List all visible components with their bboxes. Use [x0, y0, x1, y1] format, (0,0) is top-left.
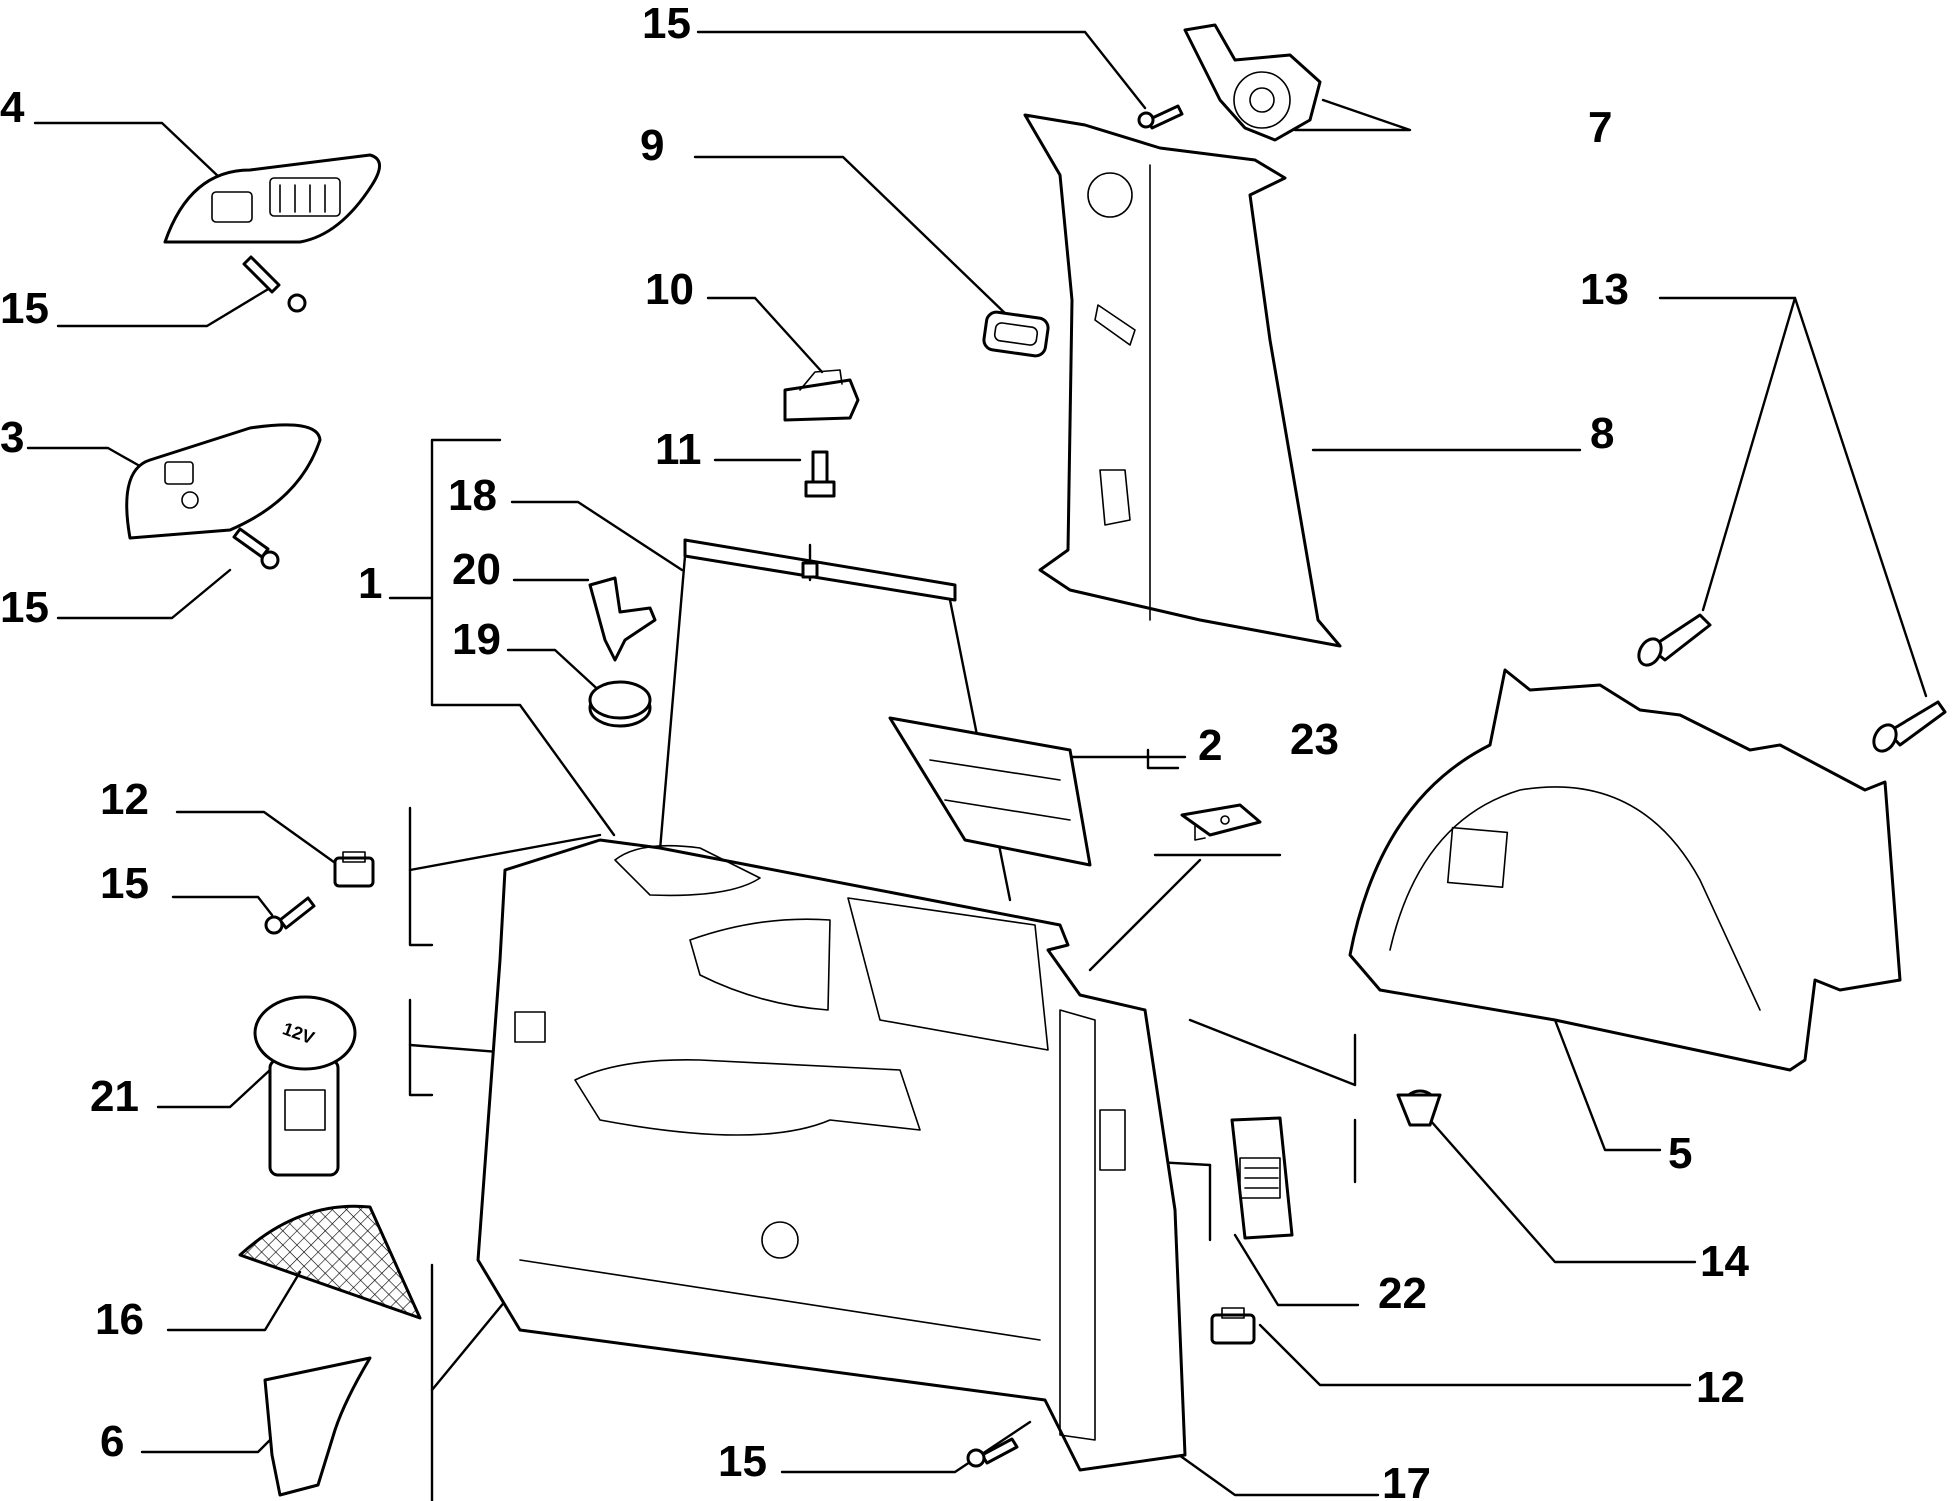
fastener-clip-icon	[1180, 803, 1262, 841]
callout-21: 21	[90, 1072, 139, 1121]
push-pin-icon	[1637, 613, 1712, 667]
callout-18: 18	[448, 471, 497, 520]
leader-lines	[26, 30, 1928, 1501]
leader-12-a	[175, 810, 347, 872]
callout-5: 5	[1668, 1129, 1693, 1178]
callout-10: 10	[645, 265, 694, 314]
callout-23: 23	[1290, 715, 1339, 764]
leader-19	[506, 648, 607, 698]
callout-12-b: 12	[1696, 1363, 1745, 1412]
callout-17: 17	[1382, 1459, 1431, 1501]
callout-2: 2	[1198, 721, 1223, 770]
leader-4	[33, 121, 222, 180]
callout-22: 22	[1378, 1269, 1427, 1318]
leader-15-d	[780, 1420, 1032, 1474]
pillar-trim-icon	[1023, 113, 1342, 648]
hook-clip-icon	[588, 576, 657, 662]
leader-21	[156, 1068, 272, 1109]
snap-clip-icon	[333, 851, 375, 888]
leader-5	[1553, 1018, 1662, 1152]
callout-15-top: 15	[642, 0, 691, 48]
callout-15-c: 15	[100, 859, 149, 908]
callout-12-a: 12	[100, 775, 149, 824]
callout-14: 14	[1700, 1237, 1749, 1286]
retaining-clip-icon	[1396, 1089, 1442, 1127]
callout-16: 16	[95, 1295, 144, 1344]
corner-trim-icon	[263, 1356, 372, 1497]
callout-3: 3	[0, 413, 25, 462]
callout-15-d: 15	[718, 1437, 767, 1486]
callout-8: 8	[1590, 409, 1615, 458]
callout-20: 20	[452, 545, 501, 594]
leader-1	[388, 438, 502, 600]
screw-icon	[264, 896, 316, 935]
callout-6: 6	[100, 1417, 125, 1466]
vent-cover-icon	[1230, 1116, 1294, 1240]
leader-9	[693, 155, 1012, 320]
trim-cover-icon	[125, 423, 322, 540]
leader-23	[1146, 748, 1180, 770]
screw-icon	[232, 527, 280, 570]
screw-icon	[966, 1437, 1019, 1468]
bolt-icon	[804, 450, 836, 498]
leader-10	[706, 296, 824, 374]
leader-13b	[1793, 296, 1928, 698]
screw-icon	[242, 255, 307, 313]
screw-icon	[1137, 104, 1184, 130]
callout-7: 7	[1588, 103, 1613, 152]
callout-19: 19	[452, 615, 501, 664]
plug-cap-icon	[588, 680, 652, 728]
power-socket-icon: 12V	[253, 995, 357, 1177]
wheel-arch-trim-icon	[1348, 668, 1902, 1072]
vent-grille-icon	[163, 153, 381, 244]
push-pin-icon	[1872, 700, 1947, 753]
clip-icon	[982, 310, 1050, 358]
leader-16	[166, 1270, 302, 1332]
parcel-shelf-cover-icon	[658, 538, 1012, 902]
bracket-12-15	[408, 806, 434, 947]
callout-13: 13	[1580, 265, 1629, 314]
leader-14	[1428, 1118, 1697, 1264]
retainer-clip-icon	[783, 369, 860, 422]
callout-4: 4	[0, 83, 25, 132]
leader-15-a	[56, 286, 272, 328]
leader-18	[510, 500, 684, 572]
storage-net-icon	[238, 1204, 422, 1320]
leader-3	[26, 446, 140, 467]
side-panel-icon	[476, 838, 1187, 1472]
trim-panel-icon	[888, 716, 1092, 867]
leader-15-b	[56, 568, 232, 620]
pointer-23b	[1088, 858, 1202, 972]
mounting-bracket-icon	[1183, 23, 1322, 142]
callout-11: 11	[655, 425, 702, 474]
leader-1-down	[430, 596, 616, 837]
leader-15-c	[171, 895, 274, 917]
leader-15-top	[696, 30, 1147, 110]
snap-clip-icon	[1210, 1307, 1256, 1345]
leader-13	[1658, 296, 1797, 612]
leader-7	[1293, 98, 1412, 132]
bracket-right	[1188, 1018, 1357, 1087]
callout-15-b: 15	[0, 583, 49, 632]
callout-1: 1	[358, 559, 383, 608]
leader-22	[1233, 1233, 1360, 1307]
pointer-panel-top	[408, 833, 602, 872]
leader-6	[140, 1436, 274, 1454]
leader-12-b	[1258, 1323, 1692, 1387]
callout-9: 9	[640, 121, 665, 170]
callout-15-a: 15	[0, 284, 49, 333]
bracket-21	[408, 998, 434, 1097]
